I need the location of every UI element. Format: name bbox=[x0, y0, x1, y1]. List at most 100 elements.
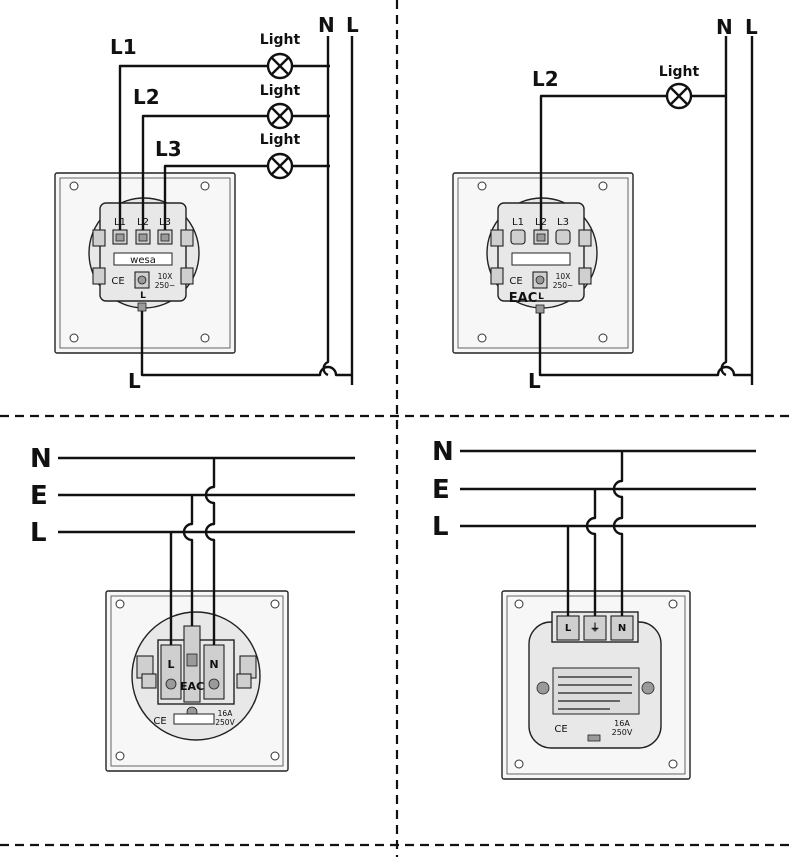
side-clip bbox=[92, 267, 106, 285]
wire-bottom-live bbox=[140, 311, 352, 377]
panel-socket-eac: N E L L N EAC CE 16A 250V bbox=[30, 444, 355, 772]
lamp-label: Light bbox=[260, 132, 301, 148]
terminal-screw bbox=[138, 233, 148, 242]
terminal-label-l: L bbox=[167, 658, 174, 671]
switch-plate-inner bbox=[457, 177, 629, 349]
terminal-l1 bbox=[510, 229, 526, 245]
screw-hole bbox=[668, 759, 678, 769]
screw-hole bbox=[69, 333, 79, 343]
screw-hole bbox=[200, 181, 210, 191]
screw-hole bbox=[115, 751, 125, 761]
wire-to-n bbox=[612, 451, 624, 616]
screw-hole bbox=[270, 599, 280, 609]
lamp-cross bbox=[271, 157, 289, 175]
panel-three-gang-switch: L1 L2 L3 wesa CE 10X 250~ L Li bbox=[54, 13, 359, 393]
bus-label-n: N bbox=[318, 13, 335, 37]
panel-one-gang-switch: L1 L2 L3 CE 10X 250~ EAC L Light L2 N L … bbox=[452, 15, 758, 393]
wire-neutral bbox=[720, 36, 728, 377]
screw-hole bbox=[115, 599, 125, 609]
label-box bbox=[511, 252, 571, 266]
bus-label-n: N bbox=[30, 444, 52, 474]
side-clip bbox=[578, 229, 592, 247]
rating-bottom: 250~ bbox=[553, 281, 574, 290]
terminal-screw bbox=[208, 678, 220, 690]
ce-mark: CE bbox=[111, 276, 124, 287]
terminal-screw bbox=[535, 275, 545, 285]
wire-to-earth bbox=[182, 495, 194, 626]
side-screw bbox=[536, 681, 550, 695]
terminal-screw bbox=[160, 233, 170, 242]
bottom-clip bbox=[137, 302, 147, 312]
terminal-label-n: N bbox=[618, 623, 626, 634]
screw-hole bbox=[270, 751, 280, 761]
side-screw bbox=[641, 681, 655, 695]
terminal-screw bbox=[186, 653, 198, 667]
bus-label-l: L bbox=[432, 512, 449, 542]
terminal-l3 bbox=[555, 229, 571, 245]
bottom-wire-label: L bbox=[128, 369, 141, 393]
screw-hole bbox=[598, 333, 608, 343]
brand-label: wesa bbox=[130, 255, 156, 266]
eac-mark: EAC bbox=[509, 291, 537, 306]
wire-to-n bbox=[204, 458, 216, 645]
terminal-n bbox=[203, 644, 225, 700]
eac-mark: EAC bbox=[180, 680, 204, 693]
terminal-label-l: L bbox=[565, 623, 572, 634]
socket-plate-inner bbox=[110, 595, 284, 767]
side-clip bbox=[236, 673, 252, 689]
wire-to-earth bbox=[585, 489, 597, 616]
side-clip bbox=[180, 229, 194, 247]
screw-hole bbox=[514, 599, 524, 609]
lamp-label: Light bbox=[260, 83, 301, 99]
terminal-l bbox=[160, 644, 182, 700]
bus-label-l: L bbox=[30, 518, 47, 548]
spec-label bbox=[552, 667, 640, 715]
switch-plate-inner bbox=[59, 177, 231, 349]
bottom-wire-label: L bbox=[528, 369, 541, 393]
ce-mark: CE bbox=[554, 724, 567, 735]
wire-l2 bbox=[539, 94, 726, 230]
wire-bottom-live bbox=[538, 313, 752, 377]
screw-hole bbox=[200, 333, 210, 343]
wire-neutral bbox=[322, 36, 330, 377]
lamp-cross bbox=[271, 107, 289, 125]
bus-label-n: N bbox=[432, 437, 454, 467]
rating-top: 10X bbox=[556, 272, 571, 281]
label-box bbox=[173, 713, 215, 725]
wire-l1 bbox=[118, 64, 330, 230]
terminal-label-l3: L3 bbox=[557, 217, 569, 228]
terminal-label-n: N bbox=[209, 658, 218, 671]
bus-label-e: E bbox=[30, 481, 48, 511]
bus-label-e: E bbox=[432, 475, 450, 505]
ce-mark: CE bbox=[153, 716, 166, 727]
terminal-screw bbox=[536, 233, 546, 242]
rating-top: 10X bbox=[158, 272, 173, 281]
side-clip bbox=[180, 267, 194, 285]
lamp-cross bbox=[670, 87, 688, 105]
lamp-cross bbox=[271, 57, 289, 75]
screw-hole bbox=[477, 333, 487, 343]
side-clip bbox=[490, 229, 504, 247]
screw-hole bbox=[514, 759, 524, 769]
bus-label-l: L bbox=[346, 13, 359, 37]
side-clip bbox=[92, 229, 106, 247]
lamp-label: Light bbox=[260, 32, 301, 48]
screw-hole bbox=[598, 181, 608, 191]
lamp-label: Light bbox=[659, 64, 700, 80]
screw-hole bbox=[69, 181, 79, 191]
terminal-screw bbox=[137, 275, 147, 285]
rating-top: 16A bbox=[218, 709, 234, 718]
earth-icon: ⏚ bbox=[590, 622, 600, 634]
wire-label-l3: L3 bbox=[155, 137, 182, 161]
wire-label-l1: L1 bbox=[110, 35, 137, 59]
rating-bottom: 250~ bbox=[155, 281, 176, 290]
wire-label-l2: L2 bbox=[133, 85, 160, 109]
rating-bottom: 250V bbox=[215, 718, 235, 727]
terminal-label-l: L bbox=[140, 291, 146, 301]
brand-label-box bbox=[113, 252, 173, 266]
terminal-screw bbox=[115, 233, 125, 242]
terminal-label-l: L bbox=[538, 292, 544, 302]
rating-top: 16A bbox=[614, 719, 630, 728]
